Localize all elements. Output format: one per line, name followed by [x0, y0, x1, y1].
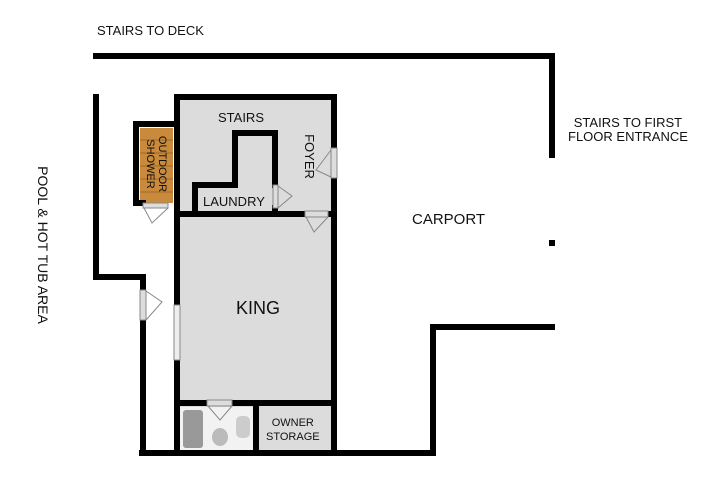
- stairs-to-first-floor-line1: STAIRS TO FIRST: [573, 115, 683, 130]
- foyer-label: FOYER: [301, 134, 317, 179]
- doors: [139, 147, 338, 421]
- toilet: [212, 428, 228, 446]
- laundry-label: LAUNDRY: [203, 194, 265, 209]
- walls: [93, 53, 555, 456]
- owner-storage-line1: OWNER: [271, 417, 314, 429]
- shower-wood-slats: [140, 139, 173, 193]
- post: [549, 240, 555, 246]
- carport-label: CARPORT: [412, 211, 486, 228]
- owner-storage-line2: STORAGE: [266, 431, 320, 443]
- outdoor-shower-line1: OUTDOOR: [156, 135, 169, 193]
- stairs-label: STAIRS: [218, 110, 264, 125]
- owner-storage-label: OWNER STORAGE: [266, 416, 320, 444]
- king-bedroom-label: KING: [236, 298, 281, 318]
- pool-area-label: POOL & HOT TUB AREA: [34, 166, 51, 324]
- stairs-to-first-floor-line2: FLOOR ENTRANCE: [568, 129, 688, 144]
- sink: [236, 416, 250, 438]
- room-fills: [177, 97, 334, 453]
- bathtub: [183, 410, 203, 448]
- stairs-to-deck-label: STAIRS TO DECK: [97, 23, 204, 38]
- stairs-to-first-floor-label: STAIRS TO FIRST FLOOR ENTRANCE: [568, 116, 688, 144]
- outdoor-shower-line2: SHOWER: [144, 139, 157, 189]
- outdoor-shower-label: OUTDOOR SHOWER: [144, 136, 168, 192]
